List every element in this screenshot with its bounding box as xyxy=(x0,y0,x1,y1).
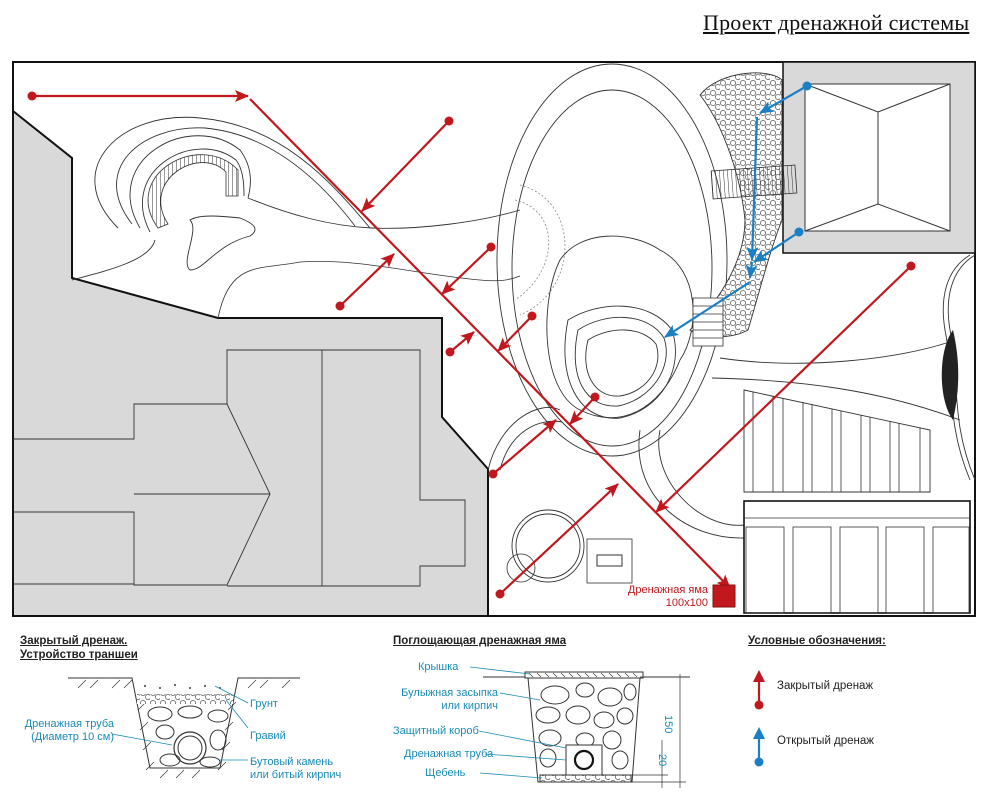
pit-leader-lines xyxy=(469,666,567,779)
trench-section xyxy=(68,677,300,779)
flower-bed xyxy=(186,215,256,271)
legend-blue-arrow xyxy=(753,727,765,767)
trench-rubble-line2: или битый кирпич xyxy=(250,769,342,781)
amphitheater xyxy=(71,116,521,281)
pond-water xyxy=(585,329,659,397)
legend-title: Условные обозначения: xyxy=(748,635,886,647)
pond-outer xyxy=(546,235,694,419)
closed-drain-lines xyxy=(32,90,912,595)
pit-title: Поглощающая дренажная яма xyxy=(393,635,567,647)
trench-title: Закрытый дренаж. Устройство траншеи xyxy=(20,634,138,662)
page-title: Проект дренажной системы xyxy=(703,10,970,35)
amphitheater-steps xyxy=(147,154,239,229)
pit-fill-line1: Булыжная засыпка xyxy=(401,687,498,699)
grill xyxy=(586,538,633,584)
legend-closed-drain: Закрытый дренаж xyxy=(777,680,874,692)
drain-pit-label: Дренажная яма 100x100 xyxy=(610,584,708,610)
greenhouse xyxy=(743,389,931,493)
drain-pit-marker xyxy=(712,584,736,608)
drain-pit-name: Дренажная яма xyxy=(627,584,708,596)
trench-title-line1: Закрытый дренаж. xyxy=(20,635,128,647)
shed xyxy=(743,500,971,614)
pit-dim-total: 150 xyxy=(662,715,674,734)
pit-lid-label: Крышка xyxy=(418,661,459,673)
trench-soil-label: Грунт xyxy=(250,698,278,710)
trench-pipe-line2: (Диаметр 10 см) xyxy=(31,731,114,743)
trench-pipe-label: Дренажная труба (Диаметр 10 см) xyxy=(14,718,114,744)
pit-fill-label: Булыжная засыпка или кирпич xyxy=(380,687,498,713)
pit-fill-line2: или кирпич xyxy=(441,700,498,712)
trench-gravel-label: Гравий xyxy=(250,730,286,742)
oval-lawn xyxy=(496,63,728,457)
closed-drain-main xyxy=(249,98,731,589)
trench-pipe-line1: Дренажная труба xyxy=(24,718,114,730)
pit-pipe-label: Дренажная труба xyxy=(404,748,494,760)
trench-rubble-line1: Бутовый камень xyxy=(250,756,334,768)
trench-title-line2: Устройство траншеи xyxy=(20,649,138,661)
round-table xyxy=(511,509,585,583)
pit-dim-bottom: 20 xyxy=(656,754,668,767)
legend-red-arrow xyxy=(753,670,765,710)
trench-rubble-label: Бутовый камень или битый кирпич xyxy=(250,756,341,782)
pit-box-label: Защитный короб xyxy=(393,725,479,737)
drain-pit-size: 100x100 xyxy=(665,597,708,609)
house-footprint xyxy=(12,108,489,617)
open-drain-lines xyxy=(664,85,808,338)
open-drain-start-points xyxy=(794,81,812,237)
pit-section xyxy=(483,671,690,788)
house-roof-lines xyxy=(13,349,466,587)
dark-bed xyxy=(941,330,959,420)
closed-drain-start-points xyxy=(27,91,916,599)
trench-leader-lines xyxy=(111,685,249,761)
legend-open-drain: Открытый дренаж xyxy=(777,735,874,747)
pit-crushed-label: Щебень xyxy=(425,767,466,779)
